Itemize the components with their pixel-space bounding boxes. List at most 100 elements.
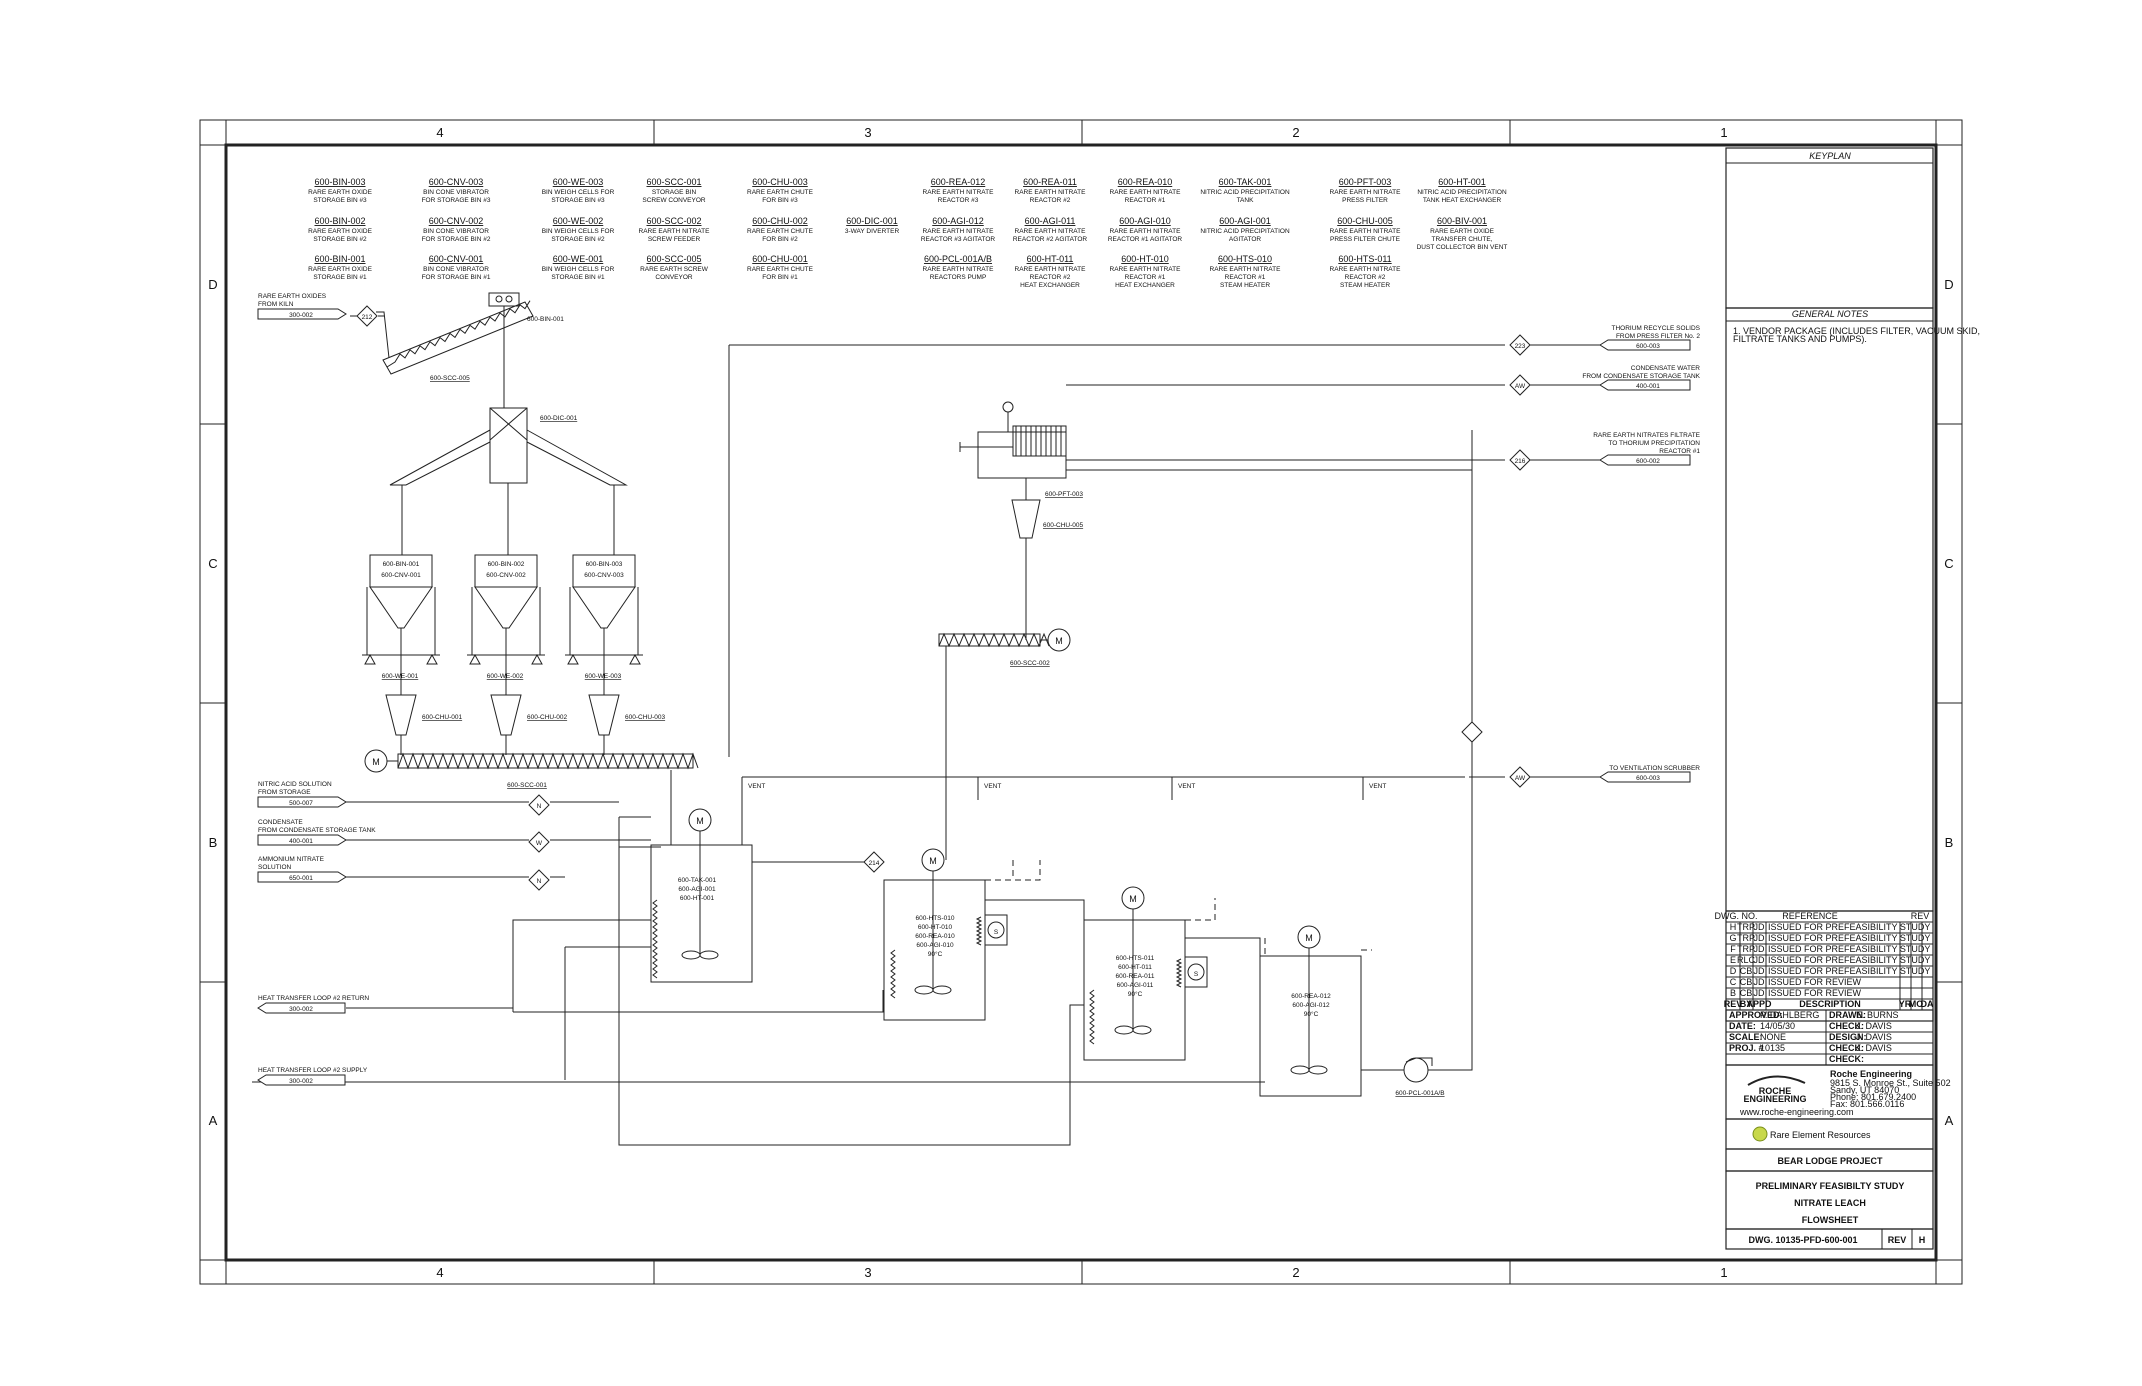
general-note: FILTRATE TANKS AND PUMPS). — [1733, 334, 1867, 344]
equipment-description: NITRIC ACID PRECIPITATION — [1200, 228, 1290, 235]
marker-label: AW — [1515, 383, 1526, 390]
equipment-description: RARE EARTH NITRATE — [1110, 189, 1182, 196]
heat-coil-icon — [1089, 989, 1095, 1045]
company-web: www.roche-engineering.com — [1739, 1107, 1854, 1117]
steam-coil-icon — [1175, 958, 1183, 988]
reactor-1 — [883, 879, 986, 1021]
process-line — [1185, 937, 1261, 956]
press-filter-label: 600-PFT-003 — [1045, 491, 1083, 498]
revision-footer: DESCRIPTION — [1799, 999, 1861, 1009]
equipment-description: REACTOR #2 AGITATOR — [1013, 236, 1088, 243]
rev-value: H — [1919, 1235, 1926, 1245]
equipment-description: REACTOR #3 — [938, 197, 979, 204]
revision-cell: D — [1730, 966, 1737, 976]
equipment-description: RARE EARTH OXIDE — [1430, 228, 1494, 235]
process-line — [1405, 1057, 1433, 1066]
equipment-description: RARE EARTH NITRATE — [1330, 228, 1402, 235]
reactor-3 — [1259, 955, 1362, 1097]
company-name: Roche Engineering — [1830, 1069, 1912, 1079]
process-line — [389, 429, 491, 486]
grid-row-label: D — [208, 277, 217, 292]
chute-icon — [588, 694, 620, 736]
motor-label: M — [929, 856, 937, 866]
process-line — [985, 899, 1085, 920]
bin-cone — [572, 586, 636, 629]
signoff-label: CHECK: — [1829, 1043, 1864, 1053]
equipment-tag: 600-SCC-005 — [646, 254, 701, 264]
equipment-description: REACTOR #2 — [1030, 274, 1071, 281]
equipment-description: RARE EARTH NITRATE — [639, 228, 711, 235]
weigh-cell-icon — [426, 653, 438, 665]
grid-row-label: C — [1944, 556, 1953, 571]
drawing-frame — [199, 119, 1963, 1285]
equipment-tag: 600-REA-010 — [1118, 177, 1173, 187]
equipment-tag: 600-TAK-001 — [1219, 177, 1272, 187]
signoff-value: E. BURNS — [1856, 1010, 1899, 1020]
equipment-tag: 600-BIV-001 — [1437, 216, 1487, 226]
equipment-description: RARE EARTH OXIDE — [308, 266, 372, 273]
grid-column-label: 3 — [864, 125, 871, 140]
equipment-description: TANK HEAT EXCHANGER — [1423, 197, 1502, 204]
equipment-description: STORAGE BIN #1 — [313, 274, 367, 281]
revision-cell: TRP — [1737, 944, 1755, 954]
revision-cell: JD — [1754, 966, 1766, 976]
stream-ref: 300-002 — [289, 312, 313, 319]
company-fax: Fax: 801.566.0116 — [1830, 1099, 1904, 1109]
equipment-description: RARE EARTH NITRATE — [923, 228, 995, 235]
revision-cell: TRP — [1737, 933, 1755, 943]
chute-icon — [1011, 499, 1041, 539]
equipment-description: BIN WEIGH CELLS FOR — [542, 228, 615, 235]
equipment-description: RARE EARTH NITRATE — [923, 189, 995, 196]
marker-diamond — [528, 869, 550, 891]
conveyor-label: 600-SCC-002 — [1010, 660, 1050, 667]
screw-conveyor-005 — [382, 301, 534, 375]
grid-row-label: C — [208, 556, 217, 571]
revision-cell: ISSUED FOR PREFEASIBILITY STUDY — [1768, 955, 1930, 965]
stream-arrow — [1599, 771, 1691, 783]
signoff-label: CHECK: — [1829, 1021, 1864, 1031]
diverter-label: 600-DIC-001 — [540, 415, 578, 422]
conveyor-label: 600-SCC-001 — [507, 782, 547, 789]
equipment-tag: 600-AGI-001 — [1219, 216, 1271, 226]
vent-label: VENT — [1369, 783, 1386, 790]
revision-cell: C — [1730, 977, 1737, 987]
equipment-description: RARE EARTH CHUTE — [747, 189, 814, 196]
revision-cell: ISSUED FOR PREFEASIBILITY STUDY — [1768, 966, 1930, 976]
stream-ref: 300-002 — [289, 1078, 313, 1085]
revision-cell: E — [1730, 955, 1736, 965]
marker-label: 223 — [1515, 343, 1526, 350]
drawing-title: PRELIMINARY FEASIBILTY STUDY — [1756, 1181, 1905, 1191]
stream-marker — [1509, 766, 1531, 788]
revision-footer: BY — [1740, 999, 1753, 1009]
stream-label: CONDENSATE WATER — [1631, 365, 1701, 372]
equipment-tag: 600-CHU-001 — [752, 254, 808, 264]
marker-diamond — [1509, 374, 1531, 396]
equipment-description: STORAGE BIN #3 — [551, 197, 605, 204]
equipment-description: FOR BIN #1 — [762, 274, 798, 281]
equipment-description: HEAT EXCHANGER — [1115, 282, 1175, 289]
signoff-label: DRAWN: — [1829, 1010, 1866, 1020]
stream-ref: 650-001 — [289, 875, 313, 882]
stream-arrow — [257, 1074, 346, 1086]
reactor-3-label: 90°C — [1304, 1010, 1319, 1018]
equipment-tag: 600-AGI-012 — [932, 216, 984, 226]
motor-icon — [1047, 628, 1071, 652]
revision-cell: JD — [1754, 977, 1766, 987]
equipment-description: REACTOR #2 — [1030, 197, 1071, 204]
grid-row-label: B — [209, 835, 218, 850]
equipment-tag: 600-CHU-002 — [752, 216, 808, 226]
stream-arrow — [257, 796, 347, 808]
signoff-value: P. DAHLBERG — [1760, 1010, 1819, 1020]
reactor-3-label: 600-AGI-012 — [1292, 1002, 1330, 1009]
steam-heater-circle — [1187, 963, 1205, 981]
chute-label: 600-CHU-003 — [625, 714, 665, 721]
bin-vent-label: 600-BIN-001 — [527, 316, 564, 323]
equipment-description: REACTOR #1 — [1225, 274, 1266, 281]
stream-marker — [528, 794, 550, 816]
chute-icon — [490, 694, 522, 736]
notes-box — [1725, 307, 1934, 912]
revision-cell: JD — [1754, 955, 1766, 965]
equipment-description: BIN WEIGH CELLS FOR — [542, 266, 615, 273]
notes-title: GENERAL NOTES — [1792, 309, 1868, 319]
reactor-1-label: 600-REA-010 — [915, 933, 955, 940]
